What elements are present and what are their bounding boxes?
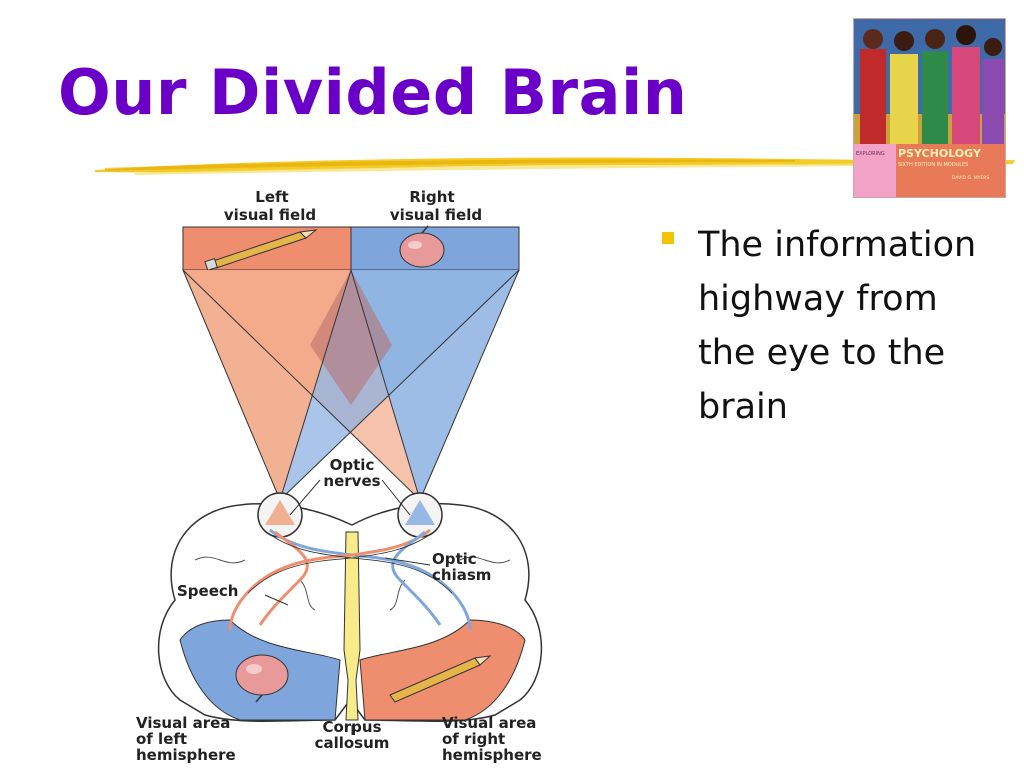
label-left-field-1: Left [255,188,288,206]
label-optic-chiasm-2: chiasm [432,566,491,584]
label-speech: Speech [177,582,238,600]
optic-pathways [228,528,472,631]
label-right-field-2: visual field [390,206,482,224]
bullet-square-icon [662,232,674,244]
title-underline [95,157,1015,175]
left-eye [257,492,303,538]
apple-icon [399,225,445,268]
label-corpus-2: callosum [315,734,390,752]
cover-series: EXPLORING [856,151,885,157]
right-eye [397,492,443,538]
bullet-list: The information highway from the eye to … [662,218,1002,434]
cover-subject: PSYCHOLOGY [898,147,982,160]
cover-edition: SIXTH EDITION IN MODULES [898,162,968,168]
brain-diagram: Left visual field Right visual field Opt… [136,188,543,764]
label-left-field-2: visual field [224,206,316,224]
cone-overlap [310,270,392,405]
bullet-item: The information highway from the eye to … [662,218,1002,434]
slide-title: Our Divided Brain [58,56,688,129]
label-pointers [264,479,431,735]
label-right-field-1: Right [409,188,454,206]
apple-icon [235,654,289,703]
corpus-callosum [343,531,361,721]
pencil-icon [389,655,492,703]
label-visual-left-3: hemisphere [136,746,236,764]
cover-figures [860,25,1004,149]
label-corpus-1: Corpus [322,718,381,736]
right-field-cone-to-right-eye [351,270,519,500]
book-cover: EXPLORING PSYCHOLOGY SIXTH EDITION IN MO… [853,18,1006,198]
cover-author: DAVID G. MYERS [952,175,989,181]
bullet-text: The information highway from the eye to … [698,225,977,427]
label-visual-right-2: of right [442,730,505,748]
label-visual-left-2: of left [136,730,187,748]
label-visual-right-1: Visual area [442,714,536,732]
label-optic-nerves-2: nerves [323,472,380,490]
label-visual-left-1: Visual area [136,714,230,732]
label-optic-chiasm-1: Optic [432,550,477,568]
pencil-icon [204,229,318,271]
label-optic-nerves-1: Optic [330,456,375,474]
label-visual-right-3: hemisphere [442,746,542,764]
